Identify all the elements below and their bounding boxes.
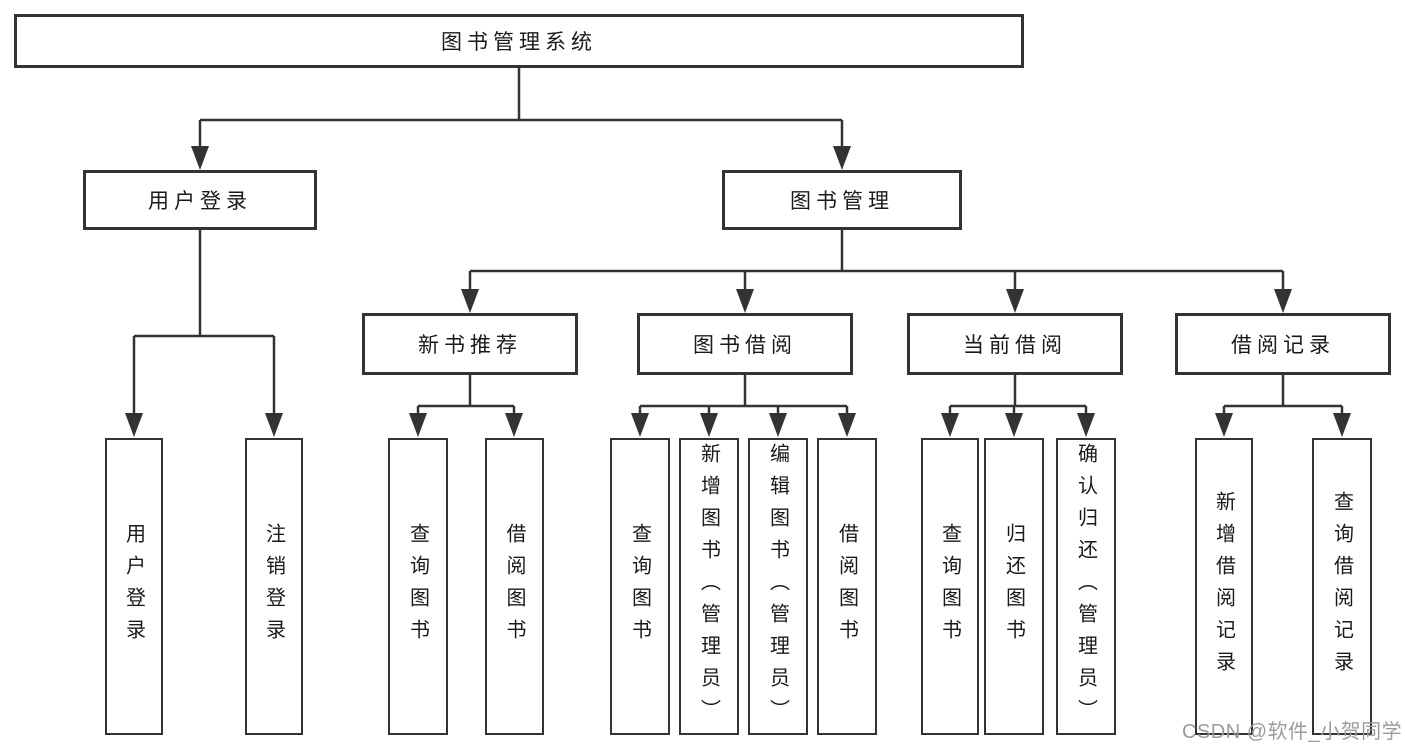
node-new-book-recommend: 新书推荐 (362, 313, 578, 375)
leaf-add-book-admin: 新增图书（管理员） (679, 438, 739, 735)
leaf-return-book: 归还图书 (984, 438, 1044, 735)
node-user-login: 用户登录 (83, 170, 317, 230)
leaf-search-books-current: 查询图书 (921, 438, 979, 735)
node-book-management: 图书管理 (722, 170, 962, 230)
node-current-borrow: 当前借阅 (907, 313, 1123, 375)
tree-edges (132, 68, 1344, 414)
leaf-search-books-recommend: 查询图书 (388, 438, 448, 735)
node-root-system: 图书管理系统 (14, 14, 1024, 68)
leaf-search-books-borrow: 查询图书 (610, 438, 670, 735)
node-borrow-records: 借阅记录 (1175, 313, 1391, 375)
watermark: CSDN @软件_小贺同学 (1182, 721, 1403, 743)
leaf-logout: 注销登录 (245, 438, 303, 735)
leaf-search-borrow-record: 查询借阅记录 (1312, 438, 1372, 735)
leaf-borrow-books-recommend: 借阅图书 (485, 438, 544, 735)
leaf-confirm-return-admin: 确认归还（管理员） (1056, 438, 1116, 735)
leaf-add-borrow-record: 新增借阅记录 (1195, 438, 1253, 735)
arrow-down-icons (125, 146, 1351, 437)
node-book-borrow: 图书借阅 (637, 313, 853, 375)
leaf-user-login: 用户登录 (105, 438, 163, 735)
leaf-edit-book-admin: 编辑图书（管理员） (748, 438, 808, 735)
leaf-borrow-books: 借阅图书 (817, 438, 877, 735)
